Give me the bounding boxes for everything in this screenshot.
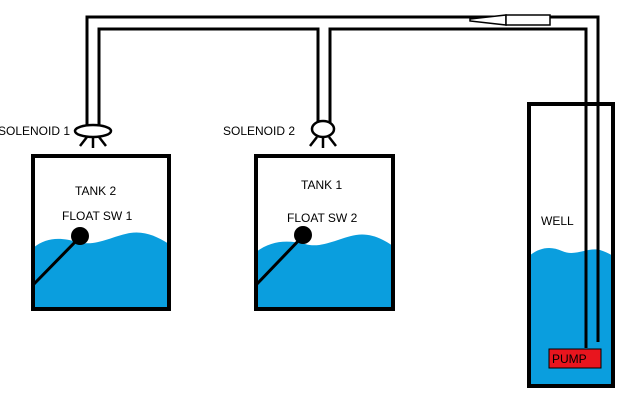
well-label: WELL xyxy=(541,214,574,228)
float-switch-1-ball xyxy=(71,227,89,245)
float-switch-2-arm xyxy=(254,234,305,287)
float-switch-2-label: FLOAT SW 2 xyxy=(287,211,358,225)
tank-2-water xyxy=(33,232,169,309)
well-outline xyxy=(527,102,615,388)
pump-label: PUMP xyxy=(552,352,587,366)
pipe-inner-tank2 xyxy=(97,27,320,128)
tank-2-title: TANK 2 xyxy=(75,184,116,198)
float-switch-1-label: FLOAT SW 1 xyxy=(62,209,133,223)
tank-2: TANK 2 FLOAT SW 1 xyxy=(31,154,171,311)
tank-1: TANK 1 FLOAT SW 2 xyxy=(254,154,395,311)
solenoid-1-label: SOLENOID 1 xyxy=(0,124,70,138)
float-switch-2-ball xyxy=(294,226,312,244)
well: PUMP WELL xyxy=(527,102,615,388)
solenoid-2-label: SOLENOID 2 xyxy=(223,124,295,138)
tank-1-water xyxy=(256,234,393,309)
solenoid-2-valve-icon xyxy=(309,119,337,148)
tank-2-outline xyxy=(31,154,171,311)
solenoid-1-valve-icon xyxy=(73,123,113,148)
check-valve-icon xyxy=(469,14,551,26)
float-switch-1-arm xyxy=(31,235,82,287)
pump-body xyxy=(548,348,602,369)
tank-1-title: TANK 1 xyxy=(301,178,342,192)
tank-1-outline xyxy=(254,154,395,311)
